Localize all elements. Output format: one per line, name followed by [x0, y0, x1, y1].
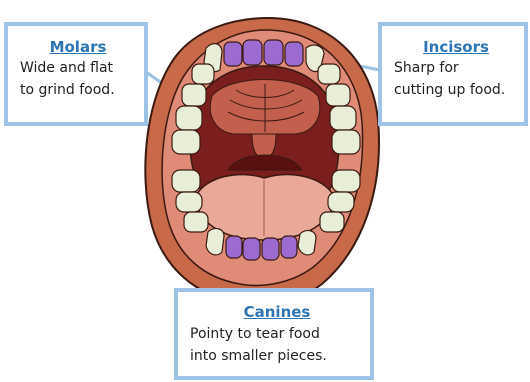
- molars-desc-line-1: Wide and flat: [20, 57, 136, 79]
- molars-title: Molars: [20, 38, 136, 56]
- canines-callout: Canines Pointy to tear food into smaller…: [174, 288, 374, 380]
- canines-desc-line-1: Pointy to tear food: [190, 323, 364, 345]
- canines-desc-line-2: into smaller pieces.: [190, 345, 364, 367]
- incisors-callout: Incisors Sharp for cutting up food.: [378, 22, 528, 126]
- canines-title: Canines: [190, 303, 364, 321]
- incisors-desc-line-2: cutting up food.: [394, 79, 518, 101]
- incisors-title: Incisors: [394, 38, 518, 56]
- molars-callout: Molars Wide and flat to grind food.: [4, 22, 148, 126]
- molars-desc-line-2: to grind food.: [20, 79, 136, 101]
- incisors-desc-line-1: Sharp for: [394, 57, 518, 79]
